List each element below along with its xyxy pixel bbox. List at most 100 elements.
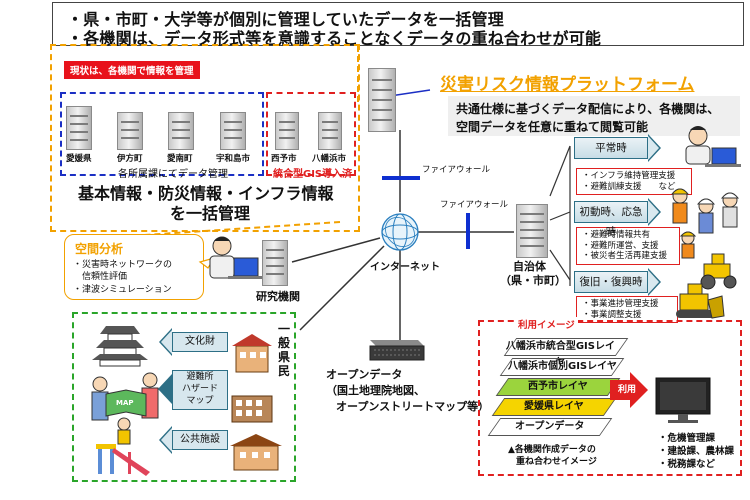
use-label: 利用	[618, 385, 637, 395]
current-state-tag: 現状は、各機関で情報を管理	[64, 61, 200, 79]
office-worker-icon	[685, 126, 741, 167]
building-icon	[117, 112, 143, 150]
platform-description-box: 共通仕様に基づくデータ配信により、各機関は、 空間データを任意に重ねて閲覧可能	[448, 96, 740, 136]
firewall-label-1: ファイアウォール	[422, 165, 491, 175]
platform-desc-line-1: 共通仕様に基づくデータ配信により、各機関は、	[456, 102, 720, 116]
municipality-label: 自治体	[513, 260, 546, 273]
citizens-label: 一般県民	[278, 322, 291, 378]
public-facility-label: 公共施設	[180, 434, 220, 445]
cultural-property-arrow: 文化財	[159, 328, 228, 356]
phase-normal-label: 平常時	[595, 142, 627, 154]
summary-box: ・県・市町・大学等が個別に管理していたデータを一括管理 ・各機関は、データ形式等…	[52, 2, 744, 48]
building-label-ainan: 愛南町	[167, 154, 193, 164]
shelter-building-icon	[232, 334, 272, 373]
research-label: 研究機関	[256, 290, 300, 303]
castle-icon	[92, 326, 148, 367]
map-book-text: MAP	[116, 399, 134, 407]
opendata-title: オープンデータ	[326, 368, 403, 381]
firewall-label-2: ファイアウォール	[440, 200, 509, 210]
phase-initial-list: ・避難時情報共有 ・避難所運営、支援 ・被災者生活再建支援	[576, 227, 680, 265]
firewall-bar-2	[466, 213, 470, 249]
gis-caption: 統合型GIS導入済	[273, 169, 353, 180]
road-roller-icon	[700, 253, 737, 290]
research-building-icon	[262, 240, 288, 286]
building-label-ikata: 伊方町	[117, 154, 143, 164]
phase-initial-arrow: 初動時、応急時	[574, 198, 661, 238]
building-icon	[318, 112, 342, 150]
phase-initial-item: ・避難所運営、支援	[582, 240, 659, 251]
department-item: ・建設課、農林課	[658, 446, 735, 457]
building-icon	[168, 112, 194, 150]
phase-recovery-label: 復旧・復興時	[579, 276, 643, 288]
public-facility-arrow: 公共施設	[159, 426, 228, 454]
phase-recovery-list: ・事業進捗管理支援 ・事業調整支援	[576, 296, 678, 323]
hazard-map-line: ハザード	[181, 384, 218, 394]
phase-normal-item: ・インフラ維持管理支援	[582, 171, 676, 181]
school-building-icon	[231, 395, 273, 423]
opendata-line-3: オープンストリートマップ等）	[336, 400, 490, 413]
phase-normal-item: ・避難訓練支援 など	[582, 181, 676, 192]
usage-tag: 利用イメージ	[515, 317, 578, 331]
individual-management-group	[60, 92, 264, 176]
layer-caption-2: 重ね合わせイメージ	[516, 457, 597, 467]
usage-image-box	[478, 320, 742, 476]
hazard-map-line: 避難所	[186, 372, 214, 382]
phase-initial-item: ・避難時情報共有	[582, 230, 651, 240]
platform-title: 災害リスク情報プラットフォーム	[440, 75, 695, 95]
platform-desc-line-2: 空間データを任意に重ねて閲覧可能	[456, 120, 649, 134]
current-state-box	[50, 44, 360, 232]
phase-recovery-item: ・事業調整支援	[582, 309, 642, 320]
building-label-ehime: 愛媛県	[66, 154, 92, 164]
research-item: ・災害時ネットワークの	[73, 260, 173, 270]
bulldozer-icon	[676, 283, 725, 319]
platform-server-icon	[368, 68, 396, 132]
building-icon	[275, 112, 299, 150]
research-title: 空間分析	[75, 242, 124, 256]
research-item: 信頼性評価	[73, 272, 128, 282]
hazard-map-line: マップ	[186, 396, 214, 406]
research-item: ・津波シミュレーション	[73, 285, 172, 295]
family-map-icon: MAP	[91, 372, 159, 445]
individual-caption: 各所属課にてデータ管理	[118, 169, 228, 180]
opendata-line-2: （国土地理院地図、	[326, 384, 425, 397]
municipality-building-icon	[516, 204, 548, 258]
phase-initial-item: ・被災者生活再建支援	[582, 251, 668, 261]
construction-workers-icon	[670, 188, 740, 259]
phase-recovery-arrow: 復旧・復興時	[574, 268, 661, 296]
summary-line-2: ・各機関は、データ形式等を意識することなくデータの重ね合わせが可能	[67, 29, 602, 48]
department-item: ・税務課など	[658, 459, 716, 470]
building-label-yawatahama: 八幡浜市	[312, 154, 347, 164]
municipality-sub-label: （県・市町）	[500, 274, 566, 287]
phase-normal-arrow: 平常時	[574, 134, 661, 162]
phase-normal-list: ・インフラ維持管理支援 ・避難訓練支援 など	[576, 168, 692, 195]
cultural-property-label: 文化財	[185, 336, 215, 347]
firewall-bar-1	[382, 176, 420, 180]
layer-caption-1: ▲各機関作成データの	[508, 445, 596, 455]
phase-recovery-item: ・事業進捗管理支援	[582, 299, 659, 309]
integrated-gis-group	[266, 92, 356, 176]
hazard-map-arrow: 避難所 ハザード マップ	[172, 370, 228, 410]
summary-line-1: ・県・市町・大学等が個別に管理していたデータを一括管理	[67, 10, 504, 29]
public-facility-icon	[230, 434, 282, 471]
building-label-seiyo: 西予市	[271, 154, 297, 164]
playground-icon	[96, 444, 150, 476]
department-item: ・危機管理課	[658, 433, 716, 444]
building-icon	[220, 112, 246, 150]
phase-initial-label: 初動時、応急時	[579, 206, 643, 238]
research-callout: 空間分析 ・災害時ネットワークの 信頼性評価 ・津波シミュレーション	[64, 234, 204, 300]
unify-line-2: を一括管理	[170, 204, 251, 223]
building-icon	[66, 106, 92, 150]
citizens-box	[72, 312, 296, 482]
internet-label: インターネット	[370, 262, 440, 273]
building-label-uwajima: 宇和島市	[216, 154, 251, 164]
unify-line-1: 基本情報・防災情報・インフラ情報	[78, 184, 334, 203]
